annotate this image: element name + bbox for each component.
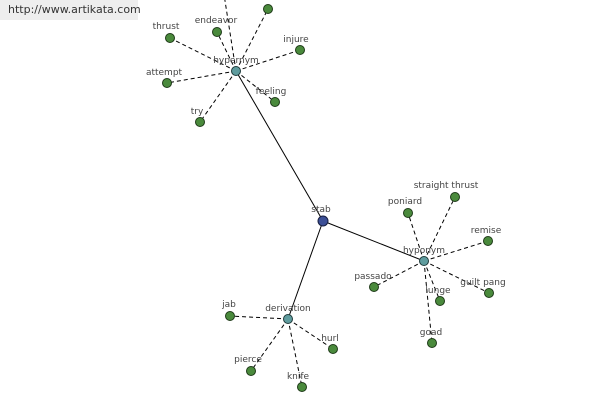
category-label-hypernym[interactable]: hypernym [213, 56, 259, 66]
graph-nodes: thrust endeavor injure attempt feeling try str… [146, 4, 506, 392]
leaf-node-goad[interactable] [427, 338, 437, 348]
leaf-label-goad[interactable]: goad [420, 328, 442, 338]
category-node-hyponym[interactable] [419, 256, 429, 266]
leaf-label-knife[interactable]: knife [287, 372, 310, 382]
edge-hyponym-straight-thrust [423, 196, 456, 262]
leaf-label-thrust[interactable]: thrust [153, 22, 180, 32]
leaf-label-injure[interactable]: injure [283, 35, 309, 45]
leaf-node-straight-thrust[interactable] [450, 192, 460, 202]
edge-root-hyponym [322, 220, 425, 262]
edge-hyponym-poniard [407, 212, 425, 262]
leaf-node-remise[interactable] [483, 236, 493, 246]
leaf-node-attempt[interactable] [162, 78, 172, 88]
category-node-hypernym[interactable] [231, 66, 241, 76]
category-node-derivation[interactable] [283, 314, 293, 324]
leaf-label-jab[interactable]: jab [221, 300, 236, 310]
edge-hypernym-thrust [169, 37, 237, 72]
graph-edges [166, 0, 490, 388]
leaf-node-guilt-pang[interactable] [484, 288, 494, 298]
edge-derivation-jab [229, 315, 289, 320]
leaf-label-passado[interactable]: passado [354, 272, 392, 282]
leaf-node-lunge[interactable] [435, 296, 445, 306]
leaf-node-thrust[interactable] [165, 33, 175, 43]
leaf-label-lunge[interactable]: lunge [425, 286, 451, 296]
edge-root-derivation [287, 220, 324, 320]
root-node[interactable] [317, 215, 329, 227]
edge-hypernym-feeling [235, 70, 276, 103]
leaf-label-hurl[interactable]: hurl [321, 334, 339, 344]
edge-hypernym-endeavor [216, 31, 237, 72]
leaf-label-guilt-pang[interactable]: guilt pang [460, 278, 505, 288]
leaf-node-poniard[interactable] [403, 208, 413, 218]
leaf-node-endeavor[interactable] [212, 27, 222, 37]
leaf-label-attempt[interactable]: attempt [146, 68, 183, 78]
leaf-node-pierce[interactable] [246, 366, 256, 376]
leaf-label-remise[interactable]: remise [471, 226, 502, 236]
leaf-label-poniard[interactable]: poniard [388, 197, 422, 207]
edge-hypernym-attempt [166, 70, 237, 84]
leaf-node-jab[interactable] [225, 311, 235, 321]
leaf-label-pierce[interactable]: pierce [234, 355, 262, 365]
site-link[interactable]: http://www.artikata.com [0, 0, 141, 20]
root-label[interactable]: stab [311, 205, 331, 215]
category-label-derivation[interactable]: derivation [265, 304, 311, 314]
edge-root-hypernym [235, 70, 324, 222]
leaf-node-feeling[interactable] [270, 97, 280, 107]
leaf-label-endeavor[interactable]: endeavor [195, 16, 238, 26]
edge-hyponym-guilt-pang [423, 260, 490, 294]
edge-derivation-pierce [250, 318, 289, 372]
leaf-node-unlabeled[interactable] [263, 4, 273, 14]
category-label-hyponym[interactable]: hyponym [403, 246, 445, 256]
edge-hyponym-lunge [423, 260, 441, 302]
leaf-node-hurl[interactable] [328, 344, 338, 354]
leaf-node-injure[interactable] [295, 45, 305, 55]
leaf-label-feeling[interactable]: feeling [256, 87, 287, 97]
edge-hypernym-try [199, 70, 237, 123]
leaf-node-try[interactable] [195, 117, 205, 127]
edge-derivation-hurl [287, 318, 334, 350]
edge-hypernym-injure [235, 49, 301, 72]
edge-hypernym-unlabeled [235, 8, 269, 72]
leaf-label-straight-thrust[interactable]: straight thrust [414, 181, 479, 191]
leaf-node-passado[interactable] [369, 282, 379, 292]
edge-derivation-knife [287, 318, 303, 388]
edge-hyponym-passado [373, 260, 425, 288]
leaf-label-try[interactable]: try [191, 107, 204, 117]
leaf-node-knife[interactable] [297, 382, 307, 392]
edge-hypernym-unlabeled [224, 0, 237, 72]
